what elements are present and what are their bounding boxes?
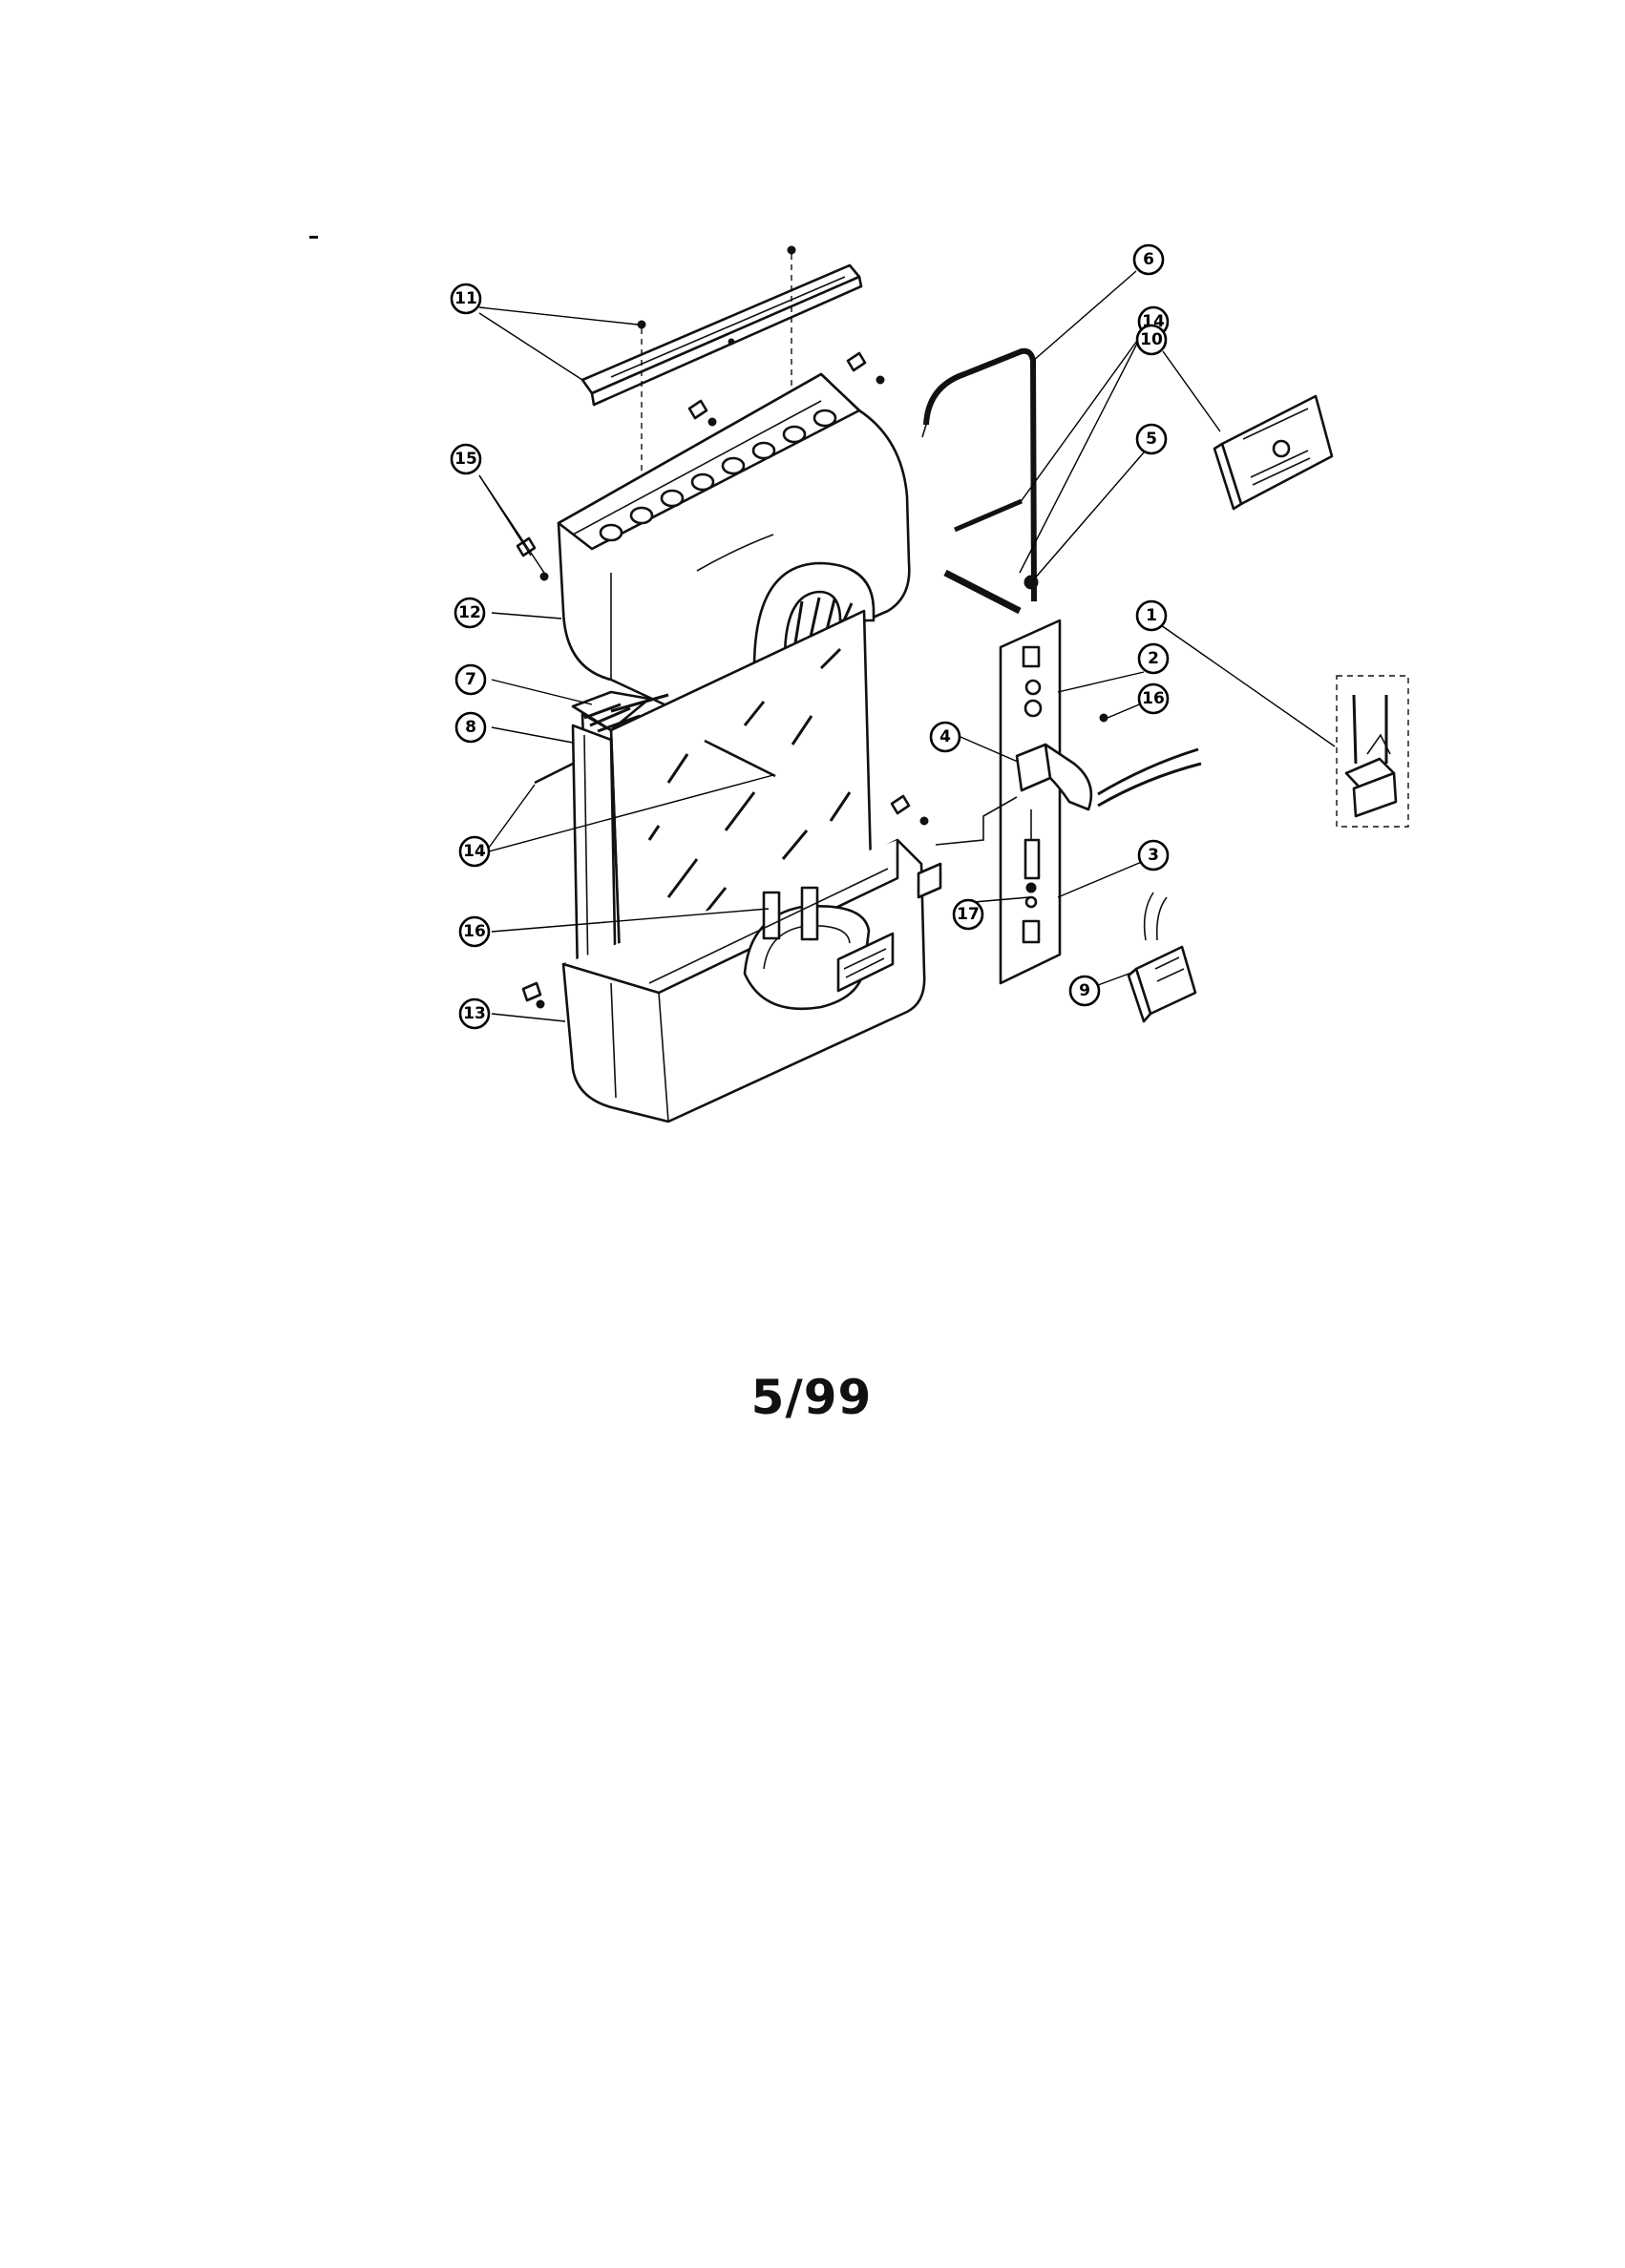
svg-text:13: 13 [463,1004,486,1023]
callout-16-left: 16 [458,915,491,948]
svg-text:1: 1 [1146,606,1157,625]
callout-13: 13 [458,998,491,1030]
svg-text:8: 8 [465,718,476,737]
svg-text:12: 12 [458,603,481,622]
callout-2: 2 [1137,642,1170,675]
valve-clip [890,713,1108,826]
top-rail-part [580,245,863,496]
svg-text:10: 10 [1140,330,1163,349]
callout-10: 10 [1135,324,1168,356]
tube-gaskets [943,498,1039,615]
callout-11: 11 [450,283,482,315]
callout-16-right: 16 [1137,682,1170,715]
callout-3: 3 [1137,839,1170,872]
callout-9: 9 [1068,975,1101,1007]
svg-text:3: 3 [1148,846,1159,865]
burner-bracket-part [917,743,1202,899]
mount-bracket-kit-part [1336,675,1409,828]
callout-15: 15 [450,443,482,475]
revision-date: 5/99 [750,1370,873,1425]
svg-text:4: 4 [939,727,951,746]
wall-thermostat-part [1213,394,1334,511]
base-clip [521,981,545,1009]
svg-text:17: 17 [957,905,980,924]
base-cabinet-part [561,838,926,1124]
flue-tube-part [921,347,1037,602]
callout-6: 6 [1132,243,1165,276]
svg-text:11: 11 [454,289,477,308]
exploded-parts-diagram: 11 6 14 10 15 5 12 1 7 2 8 16 4 3 14 17 … [309,236,1409,1124]
svg-text:2: 2 [1148,649,1159,668]
top-cabinet-part [557,372,911,708]
callout-7: 7 [454,663,487,696]
svg-text:5: 5 [1146,430,1157,449]
callout-4: 4 [929,721,961,753]
callout-1: 1 [1135,599,1168,632]
callout-14-left: 14 [458,835,491,868]
glass-reflections [647,647,852,913]
stray-mark [309,236,318,239]
callout-17: 17 [952,898,984,931]
callout-5: 5 [1135,423,1168,455]
burner-ports [599,409,837,542]
svg-text:16: 16 [1142,689,1165,708]
svg-text:6: 6 [1143,250,1154,269]
callout-8: 8 [454,711,487,744]
svg-text:7: 7 [465,670,476,689]
svg-text:15: 15 [454,450,477,469]
svg-text:16: 16 [463,922,486,941]
leader-lines [478,270,1336,1022]
valve-plate-part [999,619,1062,985]
callout-12: 12 [454,597,486,629]
svg-text:9: 9 [1079,981,1090,1000]
control-box-part [1127,892,1197,1023]
svg-text:14: 14 [463,842,486,861]
